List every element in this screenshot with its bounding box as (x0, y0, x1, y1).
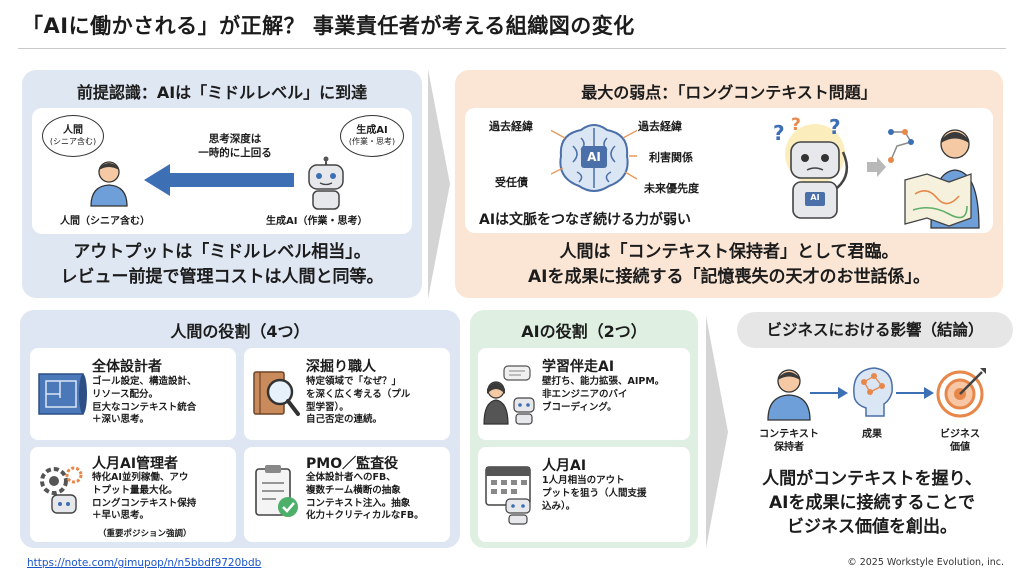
robot-icon (308, 156, 344, 210)
context-label: 受任債 (495, 176, 528, 189)
role-description: ゴール設定、構造設計、 リソース配分。 巨大なコンテキスト統合 ＋深い思考。 (92, 376, 197, 426)
svg-text:?: ? (773, 121, 785, 145)
ai-roles-heading: AIの役割（2つ） (521, 322, 647, 341)
ai-thought-bubble: 生成AI(作業・思考) (340, 115, 404, 157)
ai-label: 生成AI（作業・思考） (266, 216, 368, 227)
weakness-heading: 最大の弱点：「ロングコンテキスト問題」 (581, 83, 877, 102)
gear-robot-icon (40, 466, 83, 514)
ai-role-description: 1人月相当のアウト プットを狙う（人間支援 込み）。 (542, 475, 647, 512)
person-with-map-icon (888, 129, 980, 229)
role-card-architect: 全体設計者 ゴール設定、構造設計、 リソース配分。 巨大なコンテキスト統合 ＋深… (30, 348, 236, 440)
title-divider (18, 48, 1006, 49)
ai-role-card-man-month: 人月AI 1人月相当のアウト プットを狙う（人間支援 込み）。 (478, 447, 690, 542)
robot-badge-label: AI (810, 193, 820, 202)
confused-robot-icon: ? ? ? (773, 116, 849, 219)
context-label: 過去経緯 (489, 120, 533, 133)
premise-panel: 前提認識：AIは「ミドルレベル」に到達 人間(シニア含む) 生成AI(作業・思考… (22, 70, 422, 298)
business-heading: ビジネスにおける影響（結論） (737, 312, 1013, 348)
flow-chevron-top (428, 69, 450, 299)
human-roles-panel: 人間の役割（4つ） 全体設計者 ゴール設定、構造設計、 リソース配分。 巨大なコ… (20, 310, 460, 548)
person-robot-chat-icon (483, 365, 535, 425)
role-note: （重要ポジション強調） (98, 529, 192, 539)
context-label: 未来優先度 (644, 182, 699, 195)
magnifier-book-icon (253, 371, 300, 416)
context-label: 過去経緯 (638, 120, 682, 133)
blueprint-icon (38, 373, 87, 415)
role-description: 全体設計者へのFB、 複数チーム横断の抽象 コンテキスト注入。抽象 化力＋クリテ… (306, 472, 424, 522)
weakness-statement-1: 人間は「コンテキスト保持者」として君臨。 (559, 242, 899, 262)
svg-text:?: ? (829, 116, 841, 139)
target-icon (936, 368, 986, 418)
role-title: 全体設計者 (92, 359, 162, 375)
right-arrow-icon (867, 157, 886, 177)
role-card-pmo: PMO／監査役 全体設計者へのFB、 複数チーム横断の抽象 コンテキスト注入。抽… (244, 447, 450, 542)
business-statement-2: AIを成果に接続することで (769, 493, 975, 513)
head-network-icon (853, 367, 893, 417)
role-title: 人月AI管理者 (92, 456, 179, 472)
human-label: 人間（シニア含む） (60, 216, 150, 227)
role-description: 特定領域で「なぜ？」 を深く広く考える（プル 型学習）。 自己否定の連続。 (306, 376, 411, 426)
person-icon (90, 161, 128, 207)
premise-heading: 前提認識：AIは「ミドルレベル」に到達 (76, 83, 368, 102)
business-statement-1: 人間がコンテキストを握り、 (762, 469, 982, 489)
flow-label-outcome: 成果 (862, 429, 882, 440)
svg-text:?: ? (791, 116, 801, 135)
left-arrow-icon (144, 164, 294, 196)
ai-role-title: 学習伴走AI (542, 359, 615, 375)
role-title: PMO／監査役 (306, 456, 399, 472)
premise-statement-1: アウトプットは「ミドルレベル相当」。 (73, 242, 371, 262)
human-roles-heading: 人間の役割（4つ） (170, 322, 310, 341)
role-title: 深掘り職人 (306, 359, 376, 375)
weakness-statement-2: AIを成果に接続する「記憶喪失の天才のお世話係」。 (528, 267, 930, 287)
ai-role-card-coach: 学習伴走AI 壁打ち、能力拡張、AIPM。 非エンジニアのバイ ブコーディング。 (478, 348, 690, 440)
business-statement-3: ビジネス価値を創出。 (787, 517, 957, 537)
clipboard-check-icon (255, 465, 298, 517)
page-title: 「AIに働かされる」が正解？ 事業責任者が考える組織図の変化 (22, 14, 635, 38)
role-card-ai-manager: 人月AI管理者 特化AI並列稼働、アウ トプット量最大化。 ロングコンテキスト保… (30, 447, 236, 542)
role-card-specialist: 深掘り職人 特定領域で「なぜ？」 を深く広く考える（プル 型学習）。 自己否定の… (244, 348, 450, 440)
brain-center-label: AI (587, 150, 601, 164)
flow-arrow-icon (810, 387, 848, 399)
role-description: 特化AI並列稼働、アウ トプット量最大化。 ロングコンテキスト保持 ＋早い思考。 (92, 472, 197, 522)
brain-icon (551, 124, 637, 192)
person-icon (767, 369, 811, 421)
calendar-robot-icon (485, 466, 531, 525)
flow-label-holder: コンテキスト 保持者 (759, 429, 819, 453)
weakness-panel: 最大の弱点：「ロングコンテキスト問題」 過去経緯 受任債 過去経緯 利害関係 未… (455, 70, 1003, 298)
context-label: 利害関係 (649, 151, 693, 164)
source-link[interactable]: https://note.com/gimupop/n/n5bbdf9720bdb (27, 557, 262, 569)
human-thought-bubble: 人間(シニア含む) (42, 115, 104, 157)
flow-label-value: ビジネス 価値 (940, 429, 980, 453)
ai-role-description: 壁打ち、能力拡張、AIPM。 非エンジニアのバイ ブコーディング。 (542, 376, 665, 413)
arrow-caption: 思考深度は 一時的に上回る (198, 133, 272, 159)
weakness-caption: AIは文脈をつなぎ続ける力が弱い (479, 212, 692, 228)
flow-chevron-bottom (706, 316, 728, 548)
ai-roles-panel: AIの役割（2つ） 学習伴走AI 壁打ち、能力拡張、AIPM。 非エンジニアのバ… (470, 310, 698, 548)
flow-arrow-icon (896, 387, 934, 399)
ai-role-title: 人月AI (542, 458, 587, 474)
premise-statement-2: レビュー前提で管理コストは人間と同等。 (60, 267, 384, 287)
copyright-text: © 2025 Workstyle Evolution, inc. (847, 557, 1004, 568)
